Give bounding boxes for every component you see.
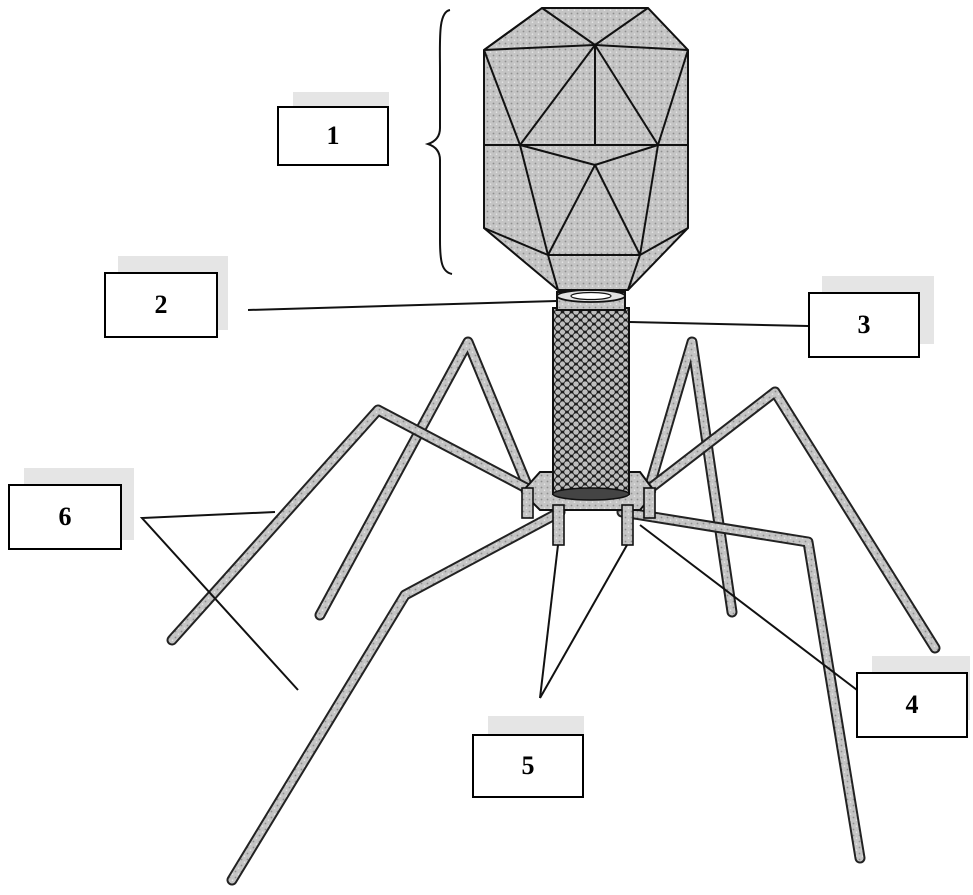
tail-sheath (553, 308, 629, 500)
capsid-head (484, 8, 688, 290)
label-3: 3 (808, 292, 920, 358)
leader-4 (640, 525, 857, 690)
collar (557, 290, 625, 310)
label-2: 2 (104, 272, 218, 338)
label-1: 1 (277, 106, 389, 166)
leader-lines (142, 301, 857, 690)
tail-fiber-front-right (622, 512, 860, 858)
leader-2 (248, 301, 557, 310)
leader-3 (629, 322, 808, 326)
tail-fiber-front-left (232, 512, 560, 880)
label-6: 6 (8, 484, 122, 550)
tail-fiber-left (172, 410, 530, 640)
label-4: 4 (856, 672, 968, 738)
tail-spikes (540, 545, 627, 698)
leader-6 (142, 512, 298, 690)
head-bracket (428, 10, 452, 274)
label-5: 5 (472, 734, 584, 798)
